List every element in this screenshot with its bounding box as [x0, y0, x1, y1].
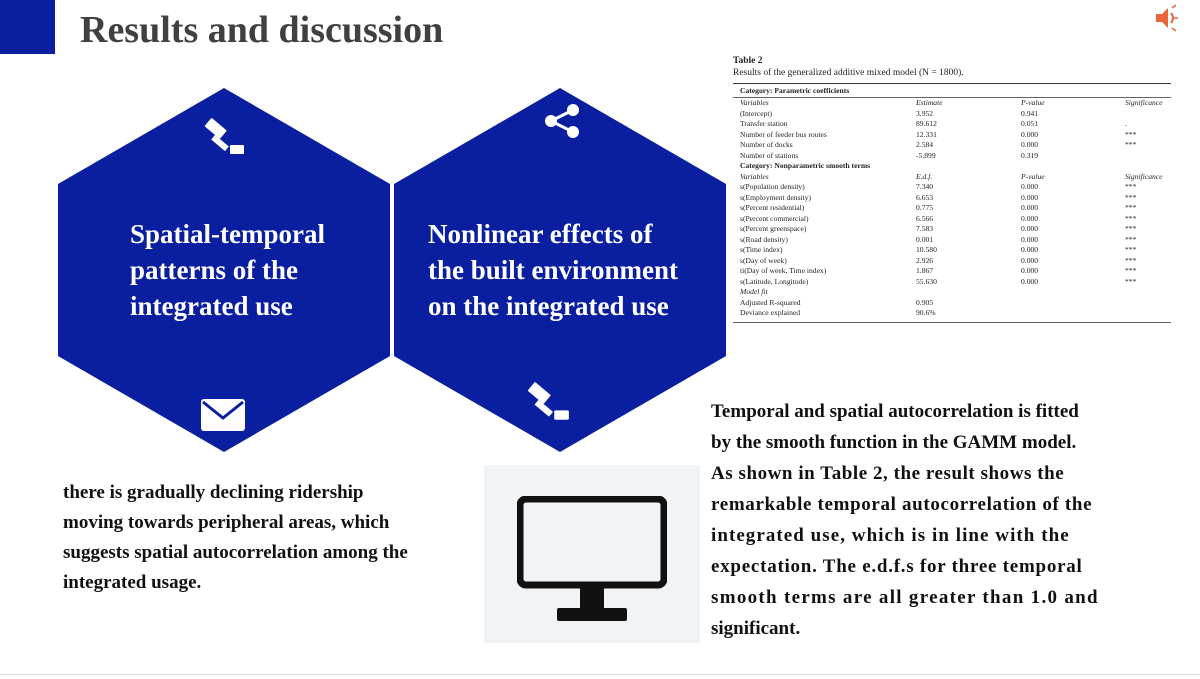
table-model-fit-label: Model fit: [740, 287, 768, 296]
table-category: Category: Nonparametric smooth terms: [740, 161, 871, 170]
envelope-icon: [201, 399, 245, 431]
monitor-picture: [484, 465, 700, 643]
monitor-icon: [517, 496, 667, 621]
gavel-icon: [204, 118, 244, 154]
slide-title: Results and discussion: [80, 9, 444, 51]
speaker-icon[interactable]: [1152, 4, 1180, 32]
results-table: Table 2 Results of the generalized addit…: [733, 55, 1171, 323]
left-paragraph: there is gradually declining ridership m…: [63, 482, 408, 593]
table-category: Category: Parametric coefficients: [740, 86, 850, 95]
table-rule: [733, 97, 1171, 98]
hexagon-2-text: Nonlinear effects of the built environme…: [428, 219, 679, 321]
hexagon-1-text: Spatial-temporal patterns of the integra…: [130, 219, 325, 321]
table-caption: Results of the generalized additive mixe…: [733, 68, 964, 78]
share-icon: [545, 104, 579, 138]
table-top-rule: [733, 83, 1171, 84]
right-paragraph: Temporal and spatial autocorrelation is …: [711, 401, 1099, 639]
table-bottom-rule: [733, 321, 1171, 323]
gavel-icon: [527, 382, 569, 420]
accent-square: [0, 0, 55, 54]
table-label: Table 2: [733, 56, 763, 66]
footer-divider: [0, 674, 1200, 675]
